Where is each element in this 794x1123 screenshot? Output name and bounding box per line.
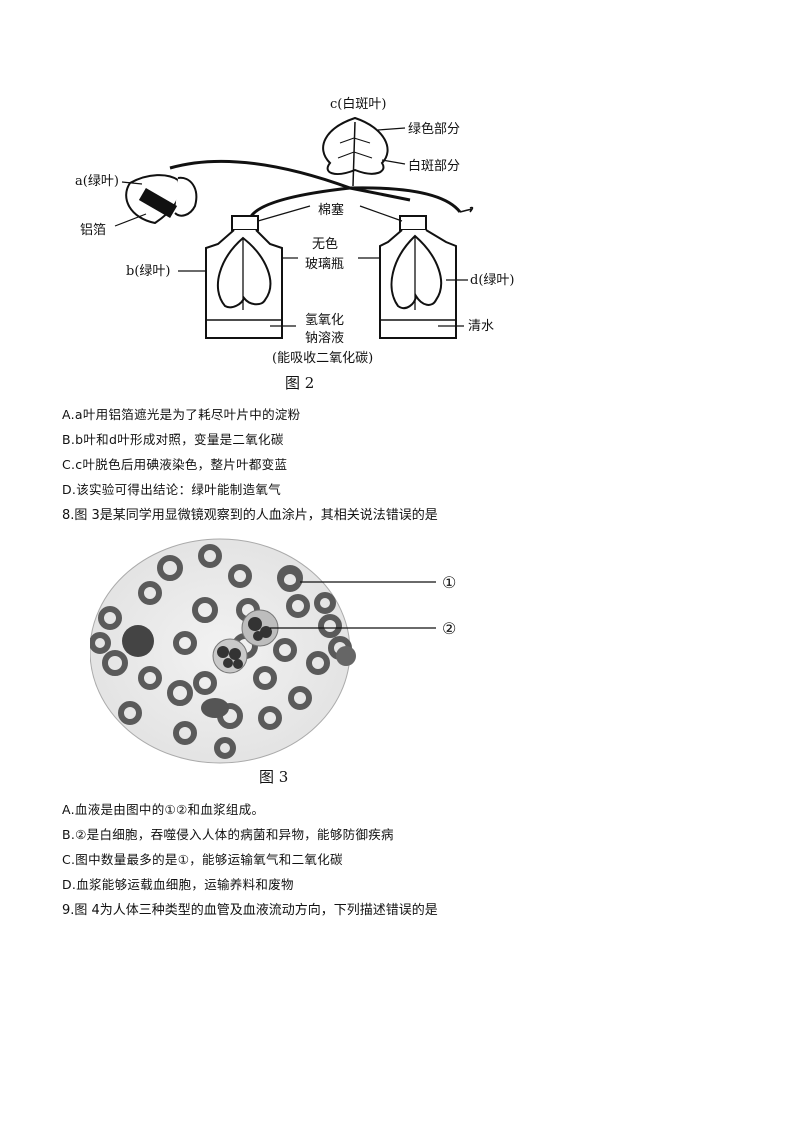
figure-3-blood-smear: ① ② (90, 538, 456, 764)
plant-stem (169, 159, 411, 202)
figure-3-caption: 图 3 (259, 768, 289, 786)
label-b: b(绿叶) (126, 264, 170, 279)
q9-stem: 9.图 4为人体三种类型的血管及血液流动方向，下列描述错误的是 (62, 903, 438, 918)
label-c: c(白斑叶) (330, 96, 386, 112)
label-naoh-2: 钠溶液 (305, 331, 344, 346)
label-water: 清水 (468, 319, 494, 334)
figure-2-diagram: c(白斑叶) 绿色部分 白斑部分 a(绿叶) 铝箔 棉塞 无色 玻璃瓶 b(绿叶… (75, 96, 514, 366)
q7-option-c: C.c叶脱色后用碘液染色，整片叶都变蓝 (62, 457, 288, 472)
aluminum-foil (138, 187, 178, 219)
label-a: a(绿叶) (75, 174, 119, 189)
label-green-part: 绿色部分 (408, 121, 460, 137)
label-2: ② (442, 619, 456, 638)
q8-option-c: C.图中数量最多的是①，能够运输氧气和二氧化碳 (62, 852, 343, 867)
q7-option-d: D.该实验可得出结论：绿叶能制造氧气 (62, 482, 281, 497)
label-white-part: 白斑部分 (408, 158, 460, 174)
q7-option-b: B.b叶和d叶形成对照，变量是二氧化碳 (62, 432, 284, 447)
q7-option-a: A.a叶用铝箔遮光是为了耗尽叶片中的淀粉 (62, 407, 301, 422)
bottle-naoh (205, 215, 283, 339)
label-naoh-1: 氢氧化 (305, 313, 344, 328)
label-d: d(绿叶) (470, 273, 514, 288)
label-1: ① (442, 573, 456, 592)
q8-option-b: B.②是白细胞，吞噬侵入人体的病菌和异物，能够防御疾病 (62, 827, 394, 842)
label-naoh-3: (能吸收二氧化碳) (272, 351, 373, 366)
q8-stem: 8.图 3是某同学用显微镜观察到的人血涂片，其相关说法错误的是 (62, 508, 438, 523)
q8-option-a: A.血液是由图中的①②和血浆组成。 (62, 802, 265, 817)
q8-option-d: D.血浆能够运载血细胞，运输养料和废物 (62, 877, 294, 892)
label-cotton: 棉塞 (318, 202, 344, 218)
bottle-water (379, 215, 457, 339)
figure-2-caption: 图 2 (285, 374, 315, 392)
label-bottle-1: 无色 (312, 236, 338, 252)
label-bottle-2: 玻璃瓶 (305, 257, 344, 272)
white-blood-cells (122, 609, 356, 718)
leaf-c (322, 116, 389, 187)
label-foil: 铝箔 (80, 222, 106, 238)
